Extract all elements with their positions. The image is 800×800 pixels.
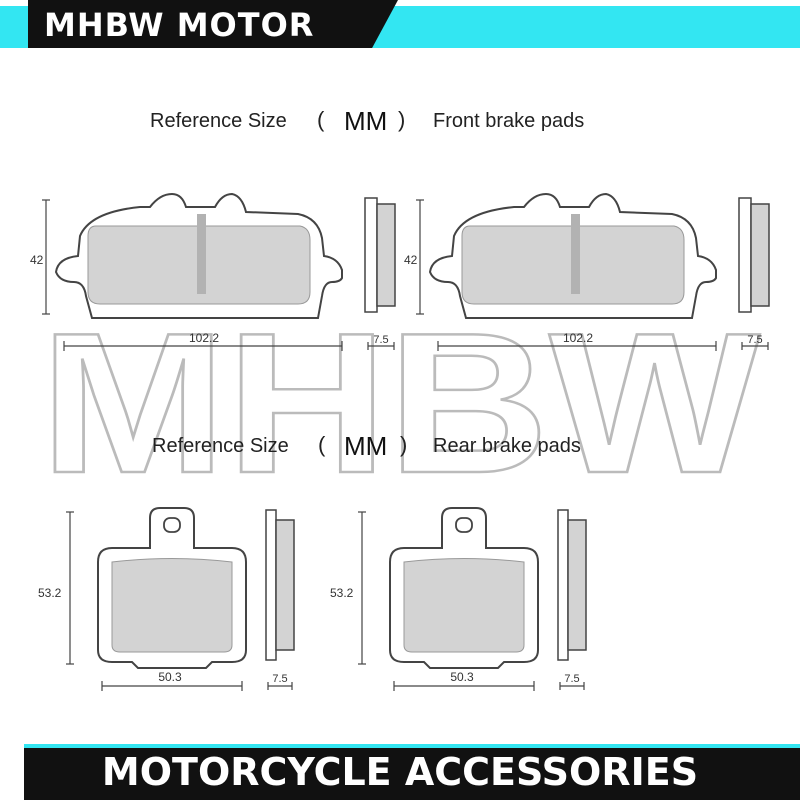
front-thickness-dim-label: 7.5 bbox=[373, 334, 388, 346]
front-pad-side-friction bbox=[376, 203, 396, 307]
front-title-prefix: Reference Size bbox=[150, 110, 287, 132]
rear-pad-right: 53.2 50.3 7.5 bbox=[330, 507, 587, 691]
rear-pad-side-friction bbox=[275, 519, 295, 651]
rear-width-dim-label: 50.3 bbox=[450, 670, 474, 684]
rear-pad-friction-material bbox=[111, 558, 233, 653]
front-pad-slot bbox=[197, 214, 206, 294]
watermark: MHBW bbox=[39, 300, 762, 490]
rear-pad-friction-material bbox=[403, 558, 525, 653]
rear-title-open-paren: ( bbox=[318, 432, 326, 457]
rear-title-unit: MM bbox=[344, 431, 387, 461]
front-title-label: Front brake pads bbox=[433, 110, 584, 132]
footer-bar bbox=[24, 744, 800, 800]
rear-title-close-paren: ) bbox=[400, 432, 407, 457]
front-width-dim-label: 102.2 bbox=[563, 331, 593, 345]
rear-pad-left: 53.2 50.3 7.5 bbox=[38, 507, 295, 691]
brand-tab bbox=[28, 0, 398, 48]
bottom-banner: MOTORCYCLE ACCESSORIES bbox=[0, 744, 800, 800]
front-thickness-dim-label: 7.5 bbox=[747, 334, 762, 346]
rear-title-prefix: Reference Size bbox=[152, 435, 289, 457]
rear-height-dim-label: 53.2 bbox=[330, 586, 354, 600]
top-banner: MHBW MOTOR bbox=[0, 0, 800, 48]
rear-width-dim-label: 50.3 bbox=[158, 670, 182, 684]
rear-pad-side-friction bbox=[567, 519, 587, 651]
brand-title: MHBW MOTOR bbox=[44, 6, 315, 44]
rear-pad-side-backing bbox=[557, 509, 569, 661]
rear-pad-mounting-hole bbox=[455, 517, 473, 533]
front-height-dim-label: 42 bbox=[404, 253, 418, 267]
front-pad-side-friction bbox=[750, 203, 770, 307]
front-pad-side-backing bbox=[738, 197, 752, 313]
rear-thickness-dim-label: 7.5 bbox=[564, 673, 579, 685]
rear-height-dim-label: 53.2 bbox=[38, 586, 62, 600]
front-title-close-paren: ) bbox=[398, 107, 405, 132]
front-pad-side-backing bbox=[364, 197, 378, 313]
rear-pad-mounting-hole bbox=[163, 517, 181, 533]
watermark-text: MHBW bbox=[40, 300, 760, 490]
rear-pad-side-backing bbox=[265, 509, 277, 661]
front-height-dim-label: 42 bbox=[30, 253, 44, 267]
front-pad-left: 42 102.2 7.5 bbox=[30, 192, 396, 351]
front-title-unit: MM bbox=[344, 106, 387, 136]
front-pad-slot bbox=[571, 214, 580, 294]
rear-title-label: Rear brake pads bbox=[433, 435, 581, 457]
front-section-title: Reference Size ( MM ) Front brake pads bbox=[150, 106, 584, 136]
footer-title: MOTORCYCLE ACCESSORIES bbox=[101, 750, 699, 794]
rear-thickness-dim-label: 7.5 bbox=[272, 673, 287, 685]
front-width-dim-label: 102.2 bbox=[189, 331, 219, 345]
front-pad-right: 42 102.2 7.5 bbox=[404, 192, 770, 351]
front-title-open-paren: ( bbox=[317, 107, 325, 132]
rear-section-title: Reference Size ( MM ) Rear brake pads bbox=[152, 431, 581, 461]
